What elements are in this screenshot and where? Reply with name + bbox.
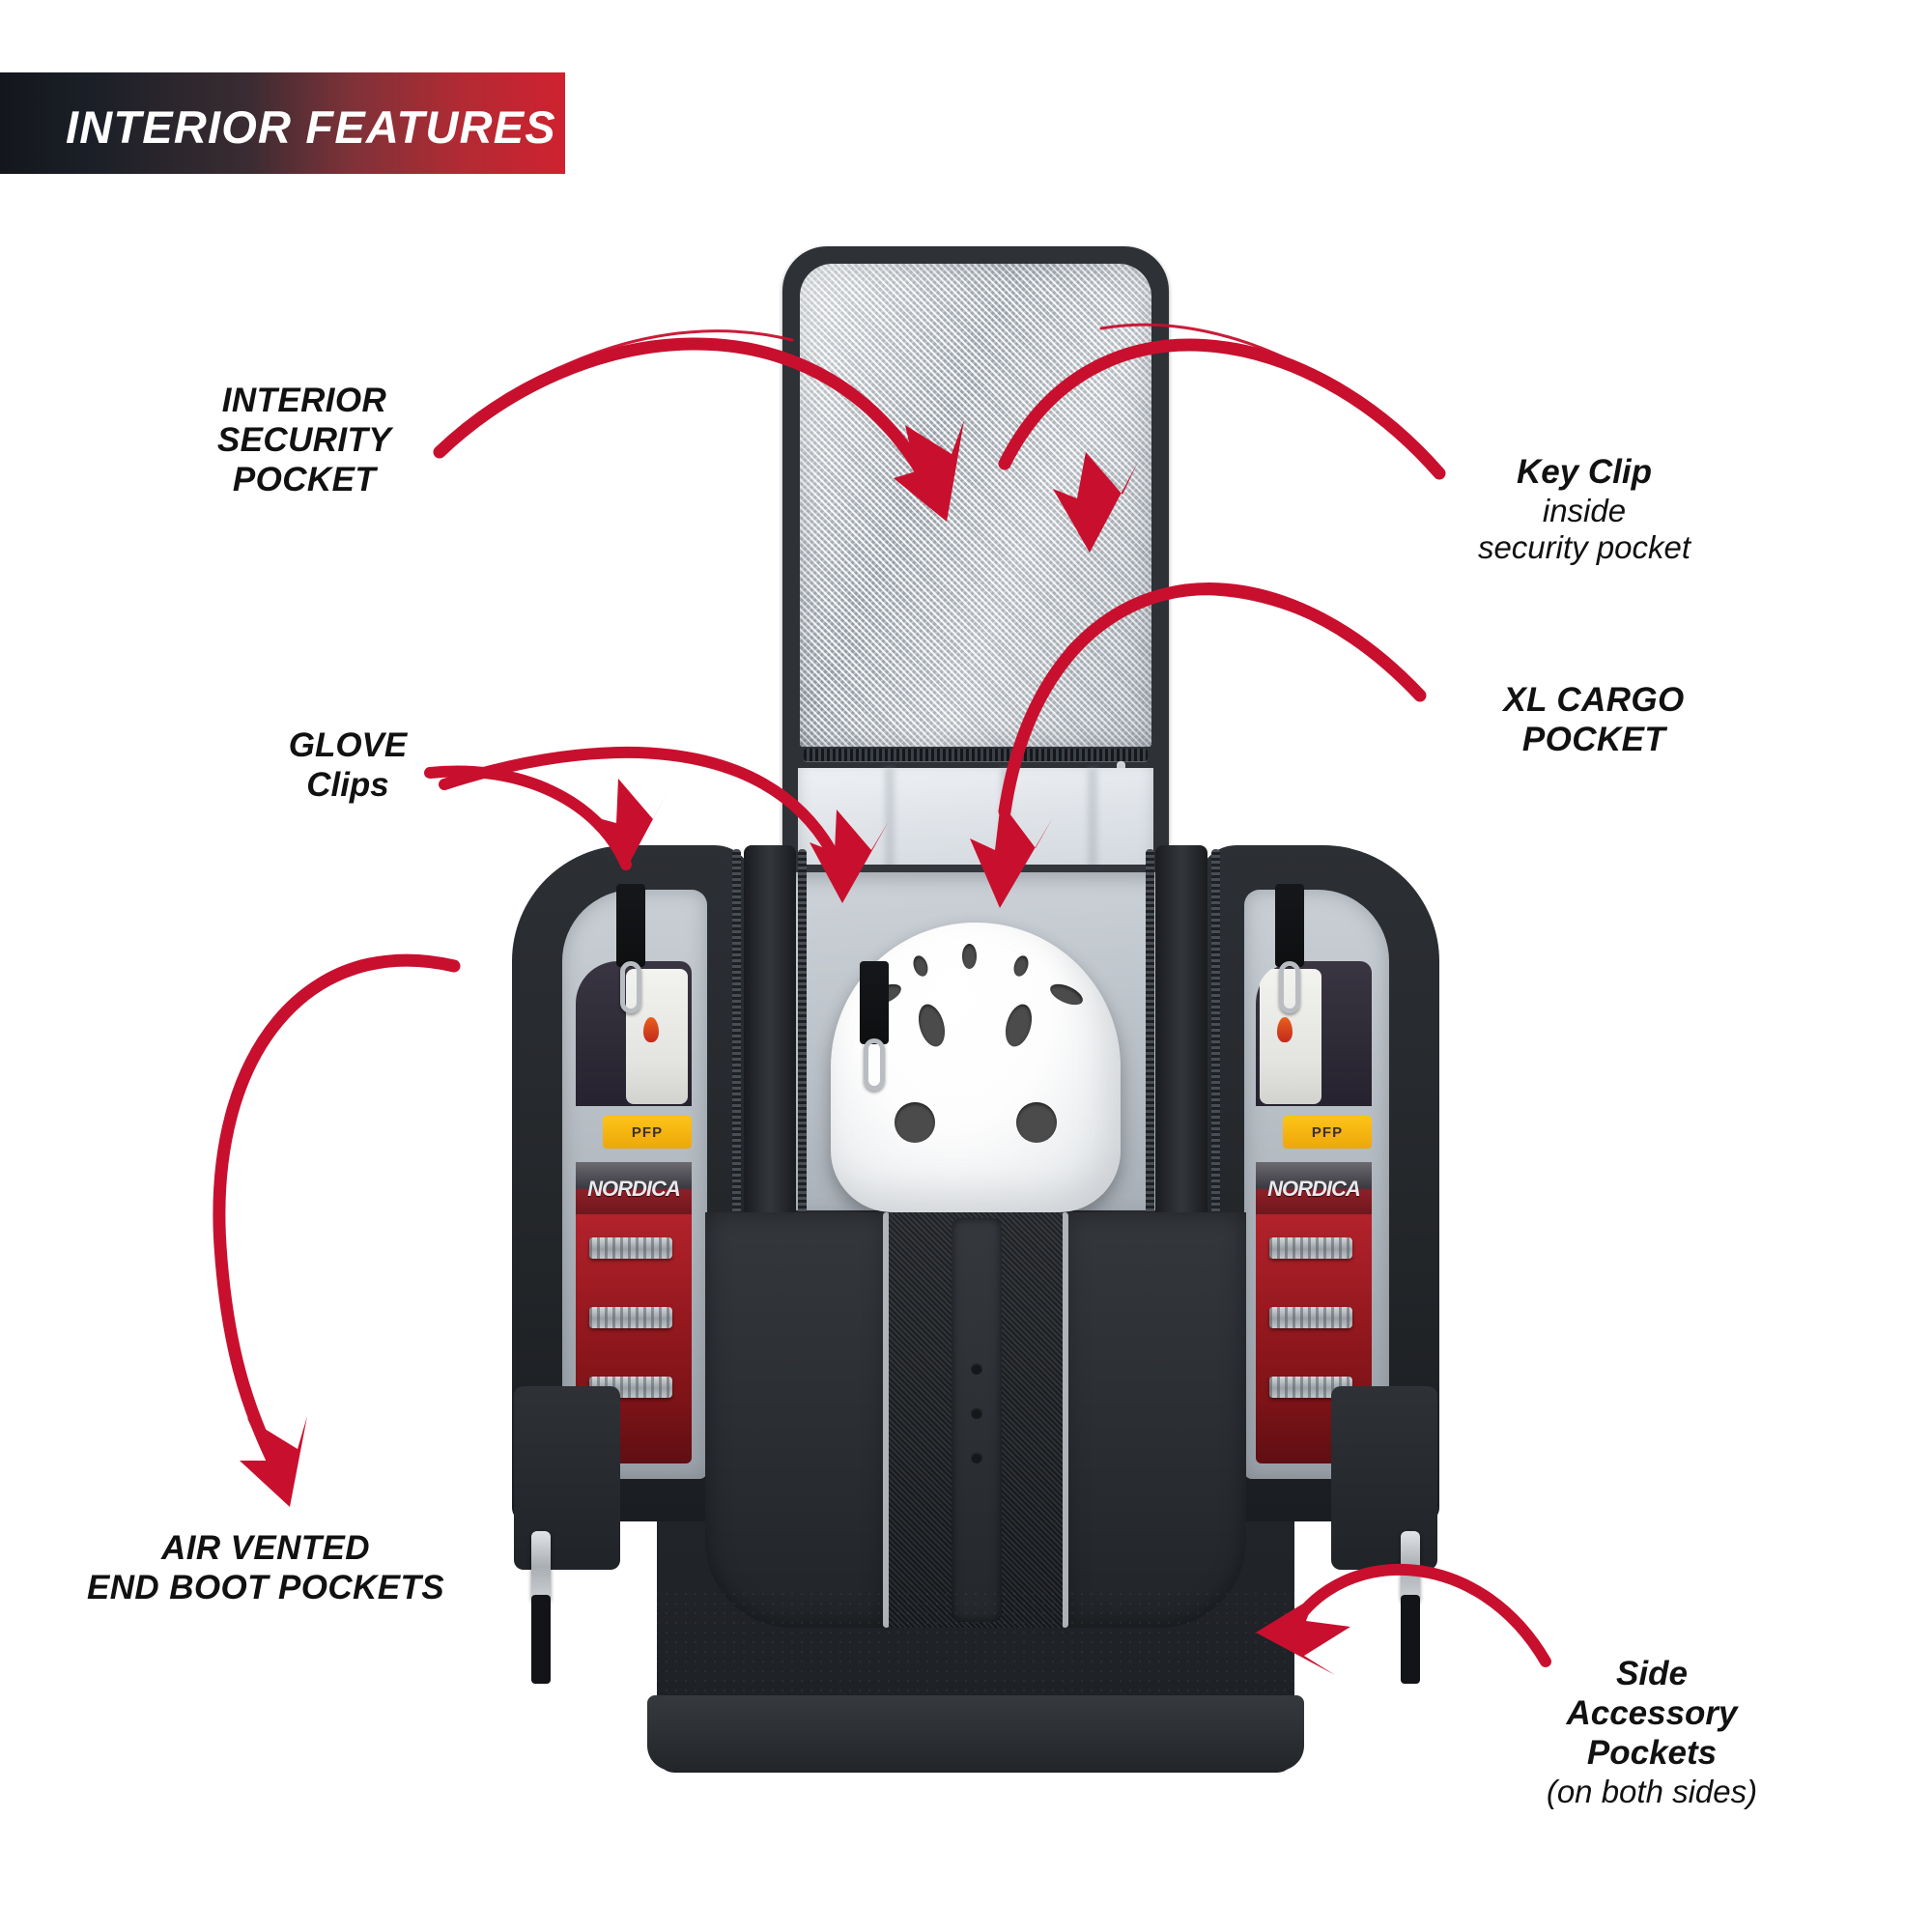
helmet-vent (910, 953, 931, 979)
boot-brand-text: NORDICA (1267, 1177, 1361, 1201)
glove-clip-strap (1275, 884, 1304, 967)
boot-pfp-tag: PFP (1283, 1116, 1372, 1149)
boot-buckle (1269, 1307, 1352, 1328)
strap-piping (883, 1212, 890, 1628)
helmet-vent (1047, 980, 1086, 1009)
glove-clip-hook-icon (864, 1038, 885, 1091)
helmet-vent (895, 1102, 935, 1143)
shoulder-strap-right (1063, 1212, 1246, 1628)
shoulder-strap-left (705, 1212, 889, 1628)
boot-flame-graphic (643, 1017, 659, 1042)
callout-subtitle-side-accessory-pockets: (on both sides) (1546, 1773, 1758, 1809)
boot-pocket-zipper (732, 849, 741, 1520)
zipper-pull-tab-left (531, 1595, 551, 1684)
bag-base-lip (647, 1695, 1304, 1771)
strap-piping (1062, 1212, 1068, 1628)
zipper-pull-right-icon (1401, 1531, 1420, 1603)
mesh-security-pocket (800, 264, 1151, 747)
callout-label-side-accessory-pockets: Side Accessory Pockets (on both sides) (1492, 1615, 1811, 1850)
security-pocket-flap (782, 246, 1169, 913)
boot-pfp-tag: PFP (603, 1116, 692, 1149)
zipper-pull-left-icon (531, 1531, 551, 1603)
helmet-vent (914, 1001, 950, 1050)
spine-pad (952, 1218, 1002, 1622)
header-banner (0, 72, 565, 174)
boot-pocket-zipper (1211, 849, 1220, 1520)
fabric-crease (1088, 768, 1097, 909)
boot-flame-graphic (1277, 1017, 1293, 1042)
boot-buckle (589, 1237, 672, 1259)
callout-title-key-clip: Key Clip (1516, 452, 1653, 491)
side-accessory-pocket-left (514, 1386, 620, 1570)
boot-brand-band: NORDICA (576, 1162, 692, 1216)
arrow-air-vented-boot-pockets (213, 953, 461, 1507)
callout-label-glove-clips: GLOVE Clips (288, 726, 408, 804)
callout-subtitle-key-clip: inside security pocket (1477, 492, 1691, 566)
ski-boot-right: PFP NORDICA (1256, 961, 1372, 1463)
boot-brand-band: NORDICA (1256, 1162, 1372, 1216)
callout-label-air-vented-end-boot-pockets: AIR VENTED END BOOT POCKETS (86, 1529, 445, 1606)
helmet-vent (1016, 1102, 1057, 1143)
mesh-sheen (800, 264, 1151, 747)
callout-title-side-accessory-pockets: Side Accessory Pockets (1566, 1654, 1738, 1772)
ski-boot-left: PFP NORDICA (576, 961, 692, 1463)
helmet-vent (1010, 953, 1032, 979)
backpack-harness (705, 1212, 1246, 1676)
boot-buckle (1269, 1237, 1352, 1259)
glove-clip-hook-icon (1279, 961, 1300, 1013)
boot-shell (1256, 1214, 1372, 1463)
boot-pocket-zipper (1146, 849, 1154, 1520)
callout-label-xl-cargo-pocket: XL CARGO POCKET (1503, 681, 1685, 758)
boot-pocket-zipper (798, 849, 807, 1520)
boot-brand-text: NORDICA (587, 1177, 681, 1201)
helmet-vent (1001, 1001, 1037, 1050)
product-image: PFP NORDICA PFP NORDICA (512, 246, 1439, 1850)
helmet-vent (962, 944, 977, 969)
fabric-crease (885, 768, 895, 909)
glove-clip-strap (860, 961, 889, 1044)
boot-buckle (589, 1307, 672, 1328)
page-title: INTERIOR FEATURES (66, 101, 556, 153)
zipper-pull-tab-right (1401, 1595, 1420, 1684)
glove-clip-hook-icon (620, 961, 641, 1013)
glove-clip-strap (616, 884, 645, 967)
callout-label-key-clip: Key Clip inside security pocket (1406, 413, 1763, 607)
callout-label-interior-security-pocket: INTERIOR SECURITY POCKET (216, 382, 392, 498)
security-pocket-zipper (804, 749, 1148, 761)
side-accessory-pocket-right (1331, 1386, 1437, 1570)
